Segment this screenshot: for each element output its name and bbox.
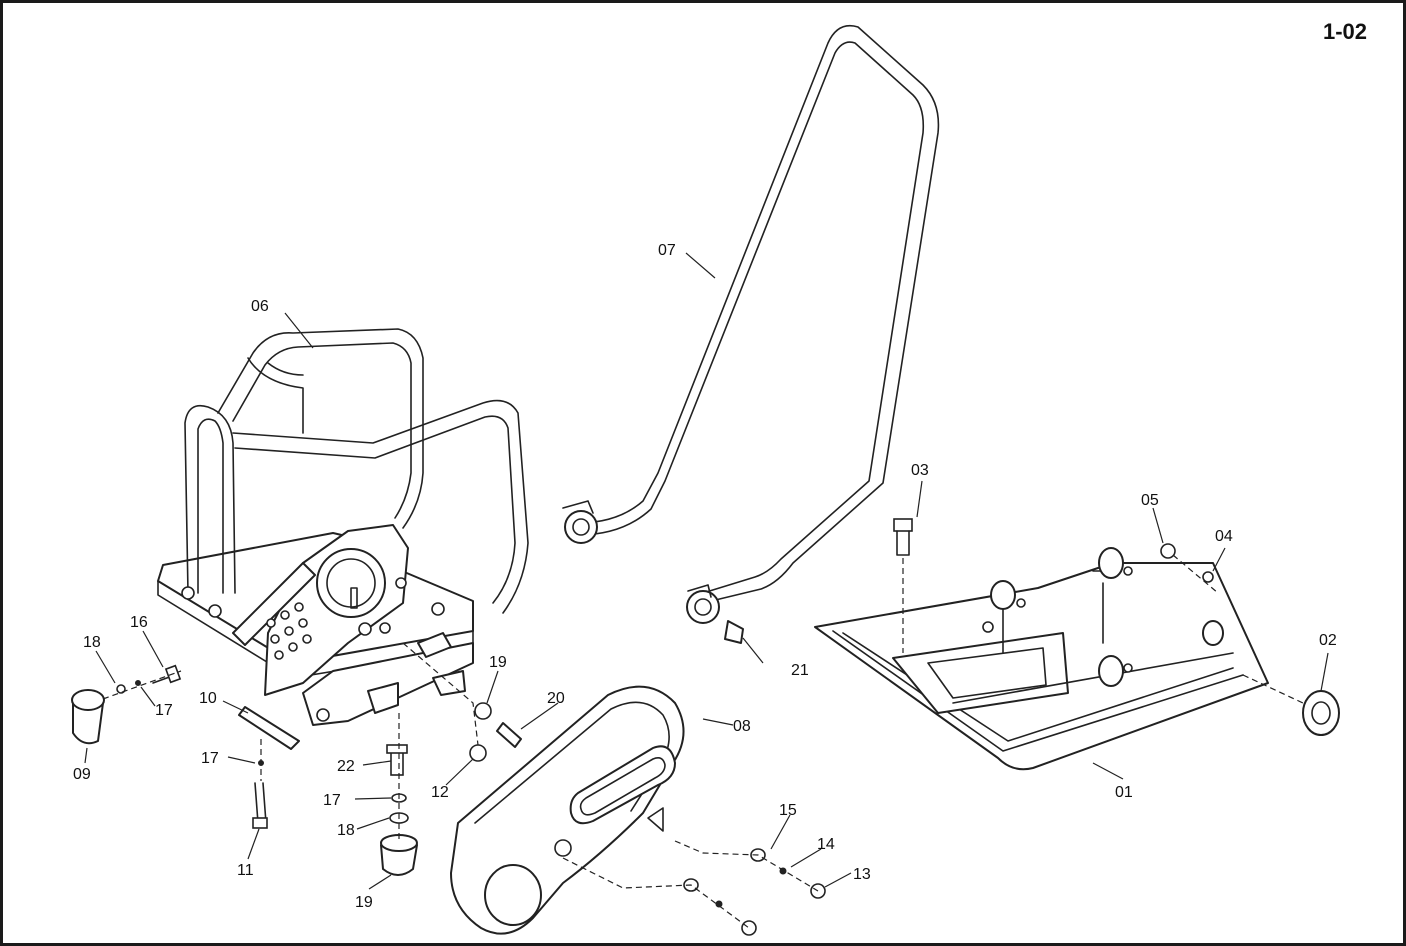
callout-08: 08 [733, 718, 751, 735]
callout-19-nut: 19 [489, 654, 507, 671]
callout-22: 22 [337, 758, 355, 775]
callout-labels: 01 02 03 04 05 06 07 08 09 10 11 12 13 1… [73, 242, 1337, 911]
callout-16: 16 [130, 614, 148, 631]
handle [562, 24, 940, 624]
callout-10: 10 [199, 690, 217, 707]
leader-lines [84, 252, 1329, 890]
frame-assembly [157, 328, 529, 726]
callout-07: 07 [658, 242, 676, 259]
exploded-parts-drawing: 01 02 03 04 05 06 07 08 09 10 11 12 13 1… [71, 24, 1340, 936]
callout-20: 20 [547, 690, 565, 707]
callout-11: 11 [237, 862, 254, 879]
vent-holes [266, 602, 312, 660]
callout-18-center: 18 [337, 822, 355, 839]
callout-18-left: 18 [83, 634, 101, 651]
callout-21: 21 [791, 662, 809, 679]
callout-17-center: 17 [323, 792, 341, 809]
callout-12: 12 [431, 784, 449, 801]
base-plate [814, 547, 1269, 771]
callout-15: 15 [779, 802, 797, 819]
callout-09: 09 [73, 766, 91, 783]
belt-guard [450, 685, 685, 935]
callout-05: 05 [1141, 492, 1159, 509]
callout-04: 04 [1215, 528, 1233, 545]
alignment-lines [102, 554, 1304, 929]
callout-19-mount: 19 [355, 894, 373, 911]
callout-02: 02 [1319, 632, 1337, 649]
callout-14: 14 [817, 836, 835, 853]
callout-03: 03 [911, 462, 929, 479]
callout-01: 01 [1115, 784, 1133, 801]
callout-13: 13 [853, 866, 871, 883]
callout-17-left: 17 [155, 702, 173, 719]
callout-17-plate: 17 [201, 750, 219, 767]
callout-06: 06 [251, 298, 269, 315]
page-number: 1-02 [1322, 19, 1367, 44]
